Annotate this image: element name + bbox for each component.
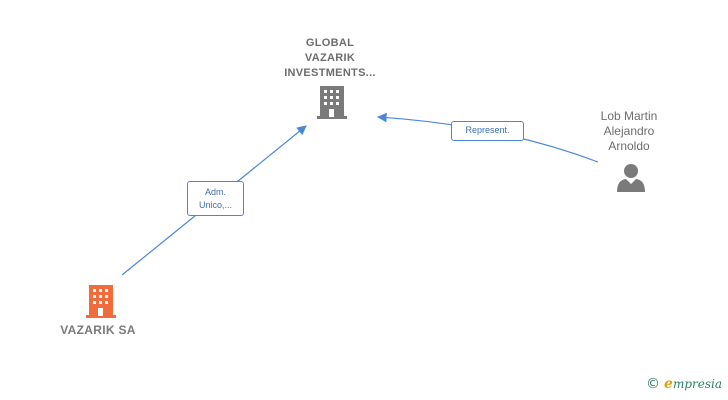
node-label-global[interactable]: GLOBAL VAZARIK INVESTMENTS...	[270, 36, 390, 81]
node-label-person[interactable]: Lob Martin Alejandro Arnoldo	[580, 109, 678, 154]
node-label-line: Arnoldo	[608, 139, 650, 153]
brand-logo[interactable]: ©empresia	[646, 376, 722, 392]
brand-name: mpresia	[672, 377, 722, 391]
edge-label-line: Adm.	[204, 187, 226, 197]
edge-label-represent[interactable]: Represent.	[451, 121, 524, 141]
edge-label-line: Unico,...	[198, 200, 232, 210]
node-label-line: INVESTMENTS...	[284, 67, 376, 79]
brand-initial: e	[664, 376, 673, 392]
node-label-line: VAZARIK	[304, 52, 356, 64]
building-icon[interactable]	[86, 285, 116, 318]
building-icon[interactable]	[317, 86, 347, 119]
edge-label-adm[interactable]: Adm. Unico,...	[187, 181, 244, 216]
copyright-icon: ©	[646, 376, 661, 392]
person-icon[interactable]	[617, 164, 645, 192]
node-label-line: Lob Martin	[600, 109, 658, 123]
node-label-line: Alejandro	[603, 124, 655, 138]
node-label-vazarik[interactable]: VAZARIK SA	[60, 323, 136, 337]
node-label-line: GLOBAL	[305, 37, 355, 49]
